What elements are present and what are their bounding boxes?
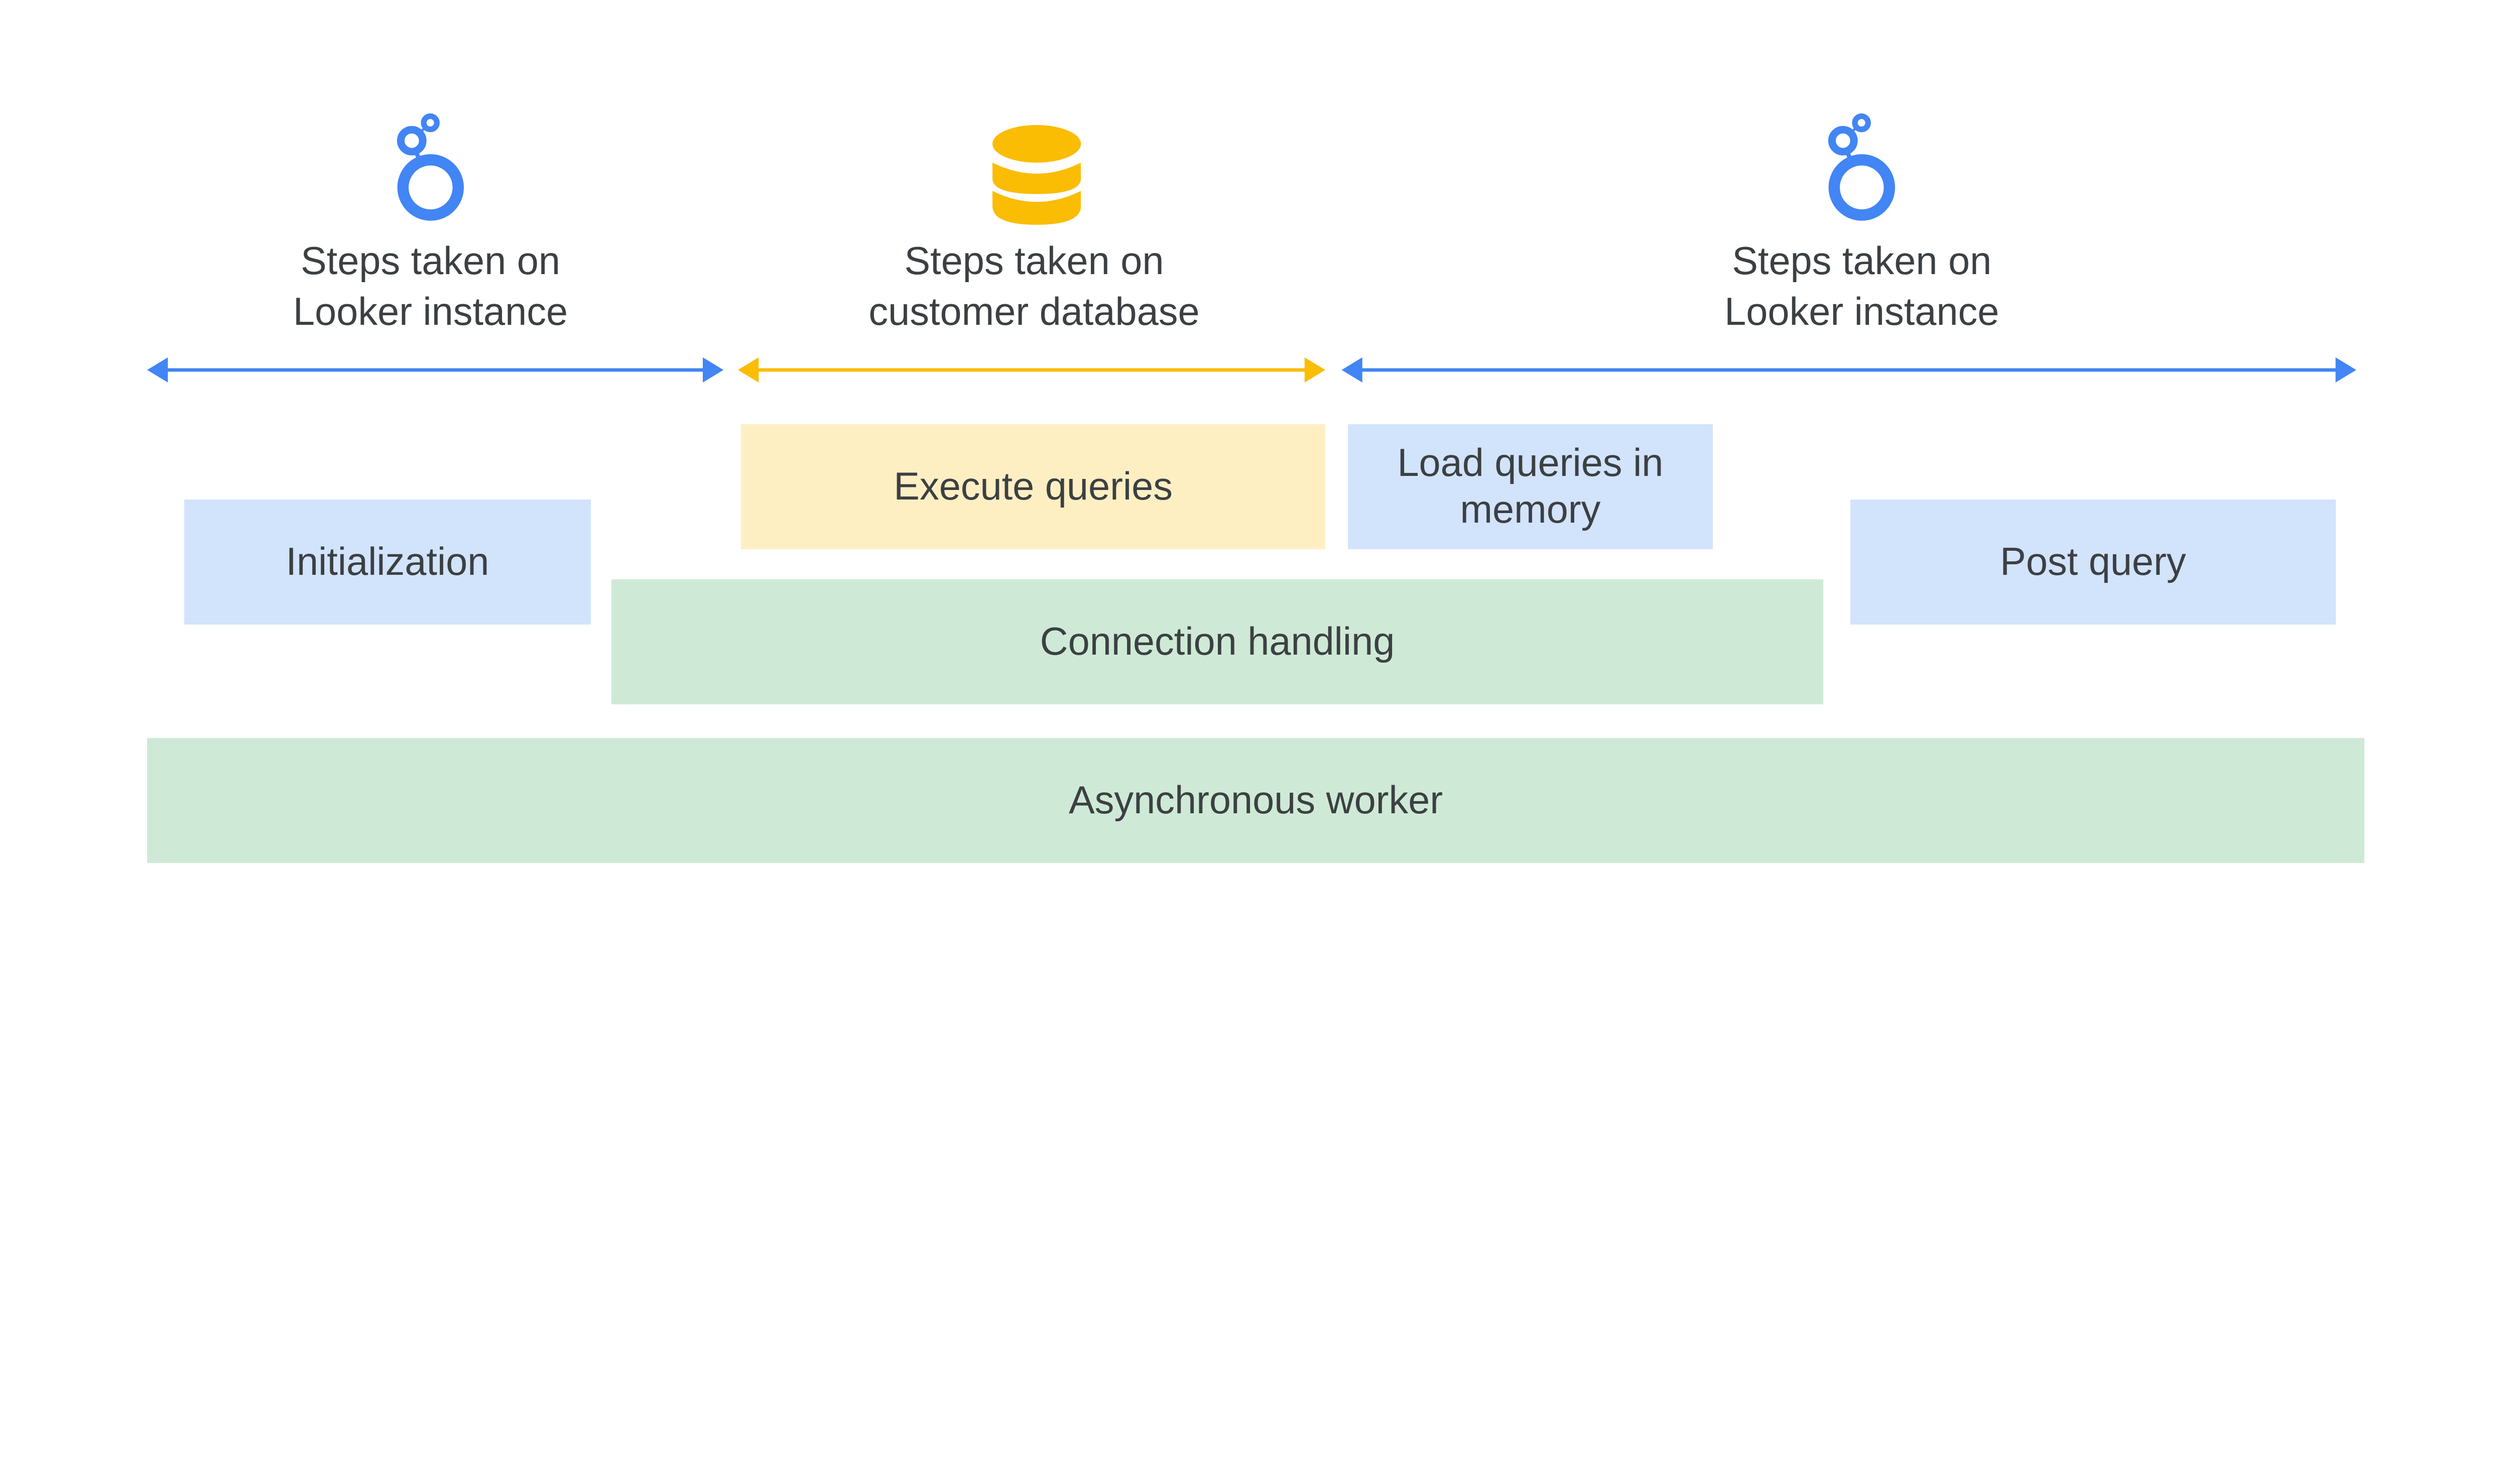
looker-logo-icon xyxy=(1828,113,1895,221)
database-span-arrow xyxy=(738,357,1325,383)
section-heading-looker-1: Steps taken on Looker instance xyxy=(180,236,682,338)
heading-line: Looker instance xyxy=(1724,290,1999,334)
post-query-box: Post query xyxy=(1850,500,2336,625)
box-label: Load queries in memory xyxy=(1397,441,1664,532)
heading-line: Steps taken on xyxy=(904,239,1164,283)
heading-line: Steps taken on xyxy=(1732,239,1992,283)
box-label: Post query xyxy=(2000,540,2186,583)
looker-span-arrow-2 xyxy=(1341,357,2356,383)
initialization-box: Initialization xyxy=(184,500,591,625)
looker-span-arrow-1 xyxy=(147,357,724,383)
load-queries-box: Load queries in memory xyxy=(1348,424,1713,549)
heading-line: Steps taken on xyxy=(300,239,561,283)
box-label: Asynchronous worker xyxy=(1068,778,1443,822)
database-icon xyxy=(992,125,1081,225)
looker-logo-icon xyxy=(397,113,464,221)
connection-handling-box: Connection handling xyxy=(611,579,1823,705)
execute-queries-box: Execute queries xyxy=(741,424,1325,549)
box-label: Connection handling xyxy=(1040,620,1395,663)
section-heading-database: Steps taken on customer database xyxy=(783,236,1285,338)
section-heading-looker-2: Steps taken on Looker instance xyxy=(1611,236,2113,338)
heading-line: customer database xyxy=(868,290,1200,334)
asynchronous-worker-box: Asynchronous worker xyxy=(147,738,2364,863)
box-label: Initialization xyxy=(286,540,489,583)
heading-line: Looker instance xyxy=(293,290,568,334)
box-label: Execute queries xyxy=(894,464,1173,508)
span-arrows xyxy=(147,357,2356,383)
